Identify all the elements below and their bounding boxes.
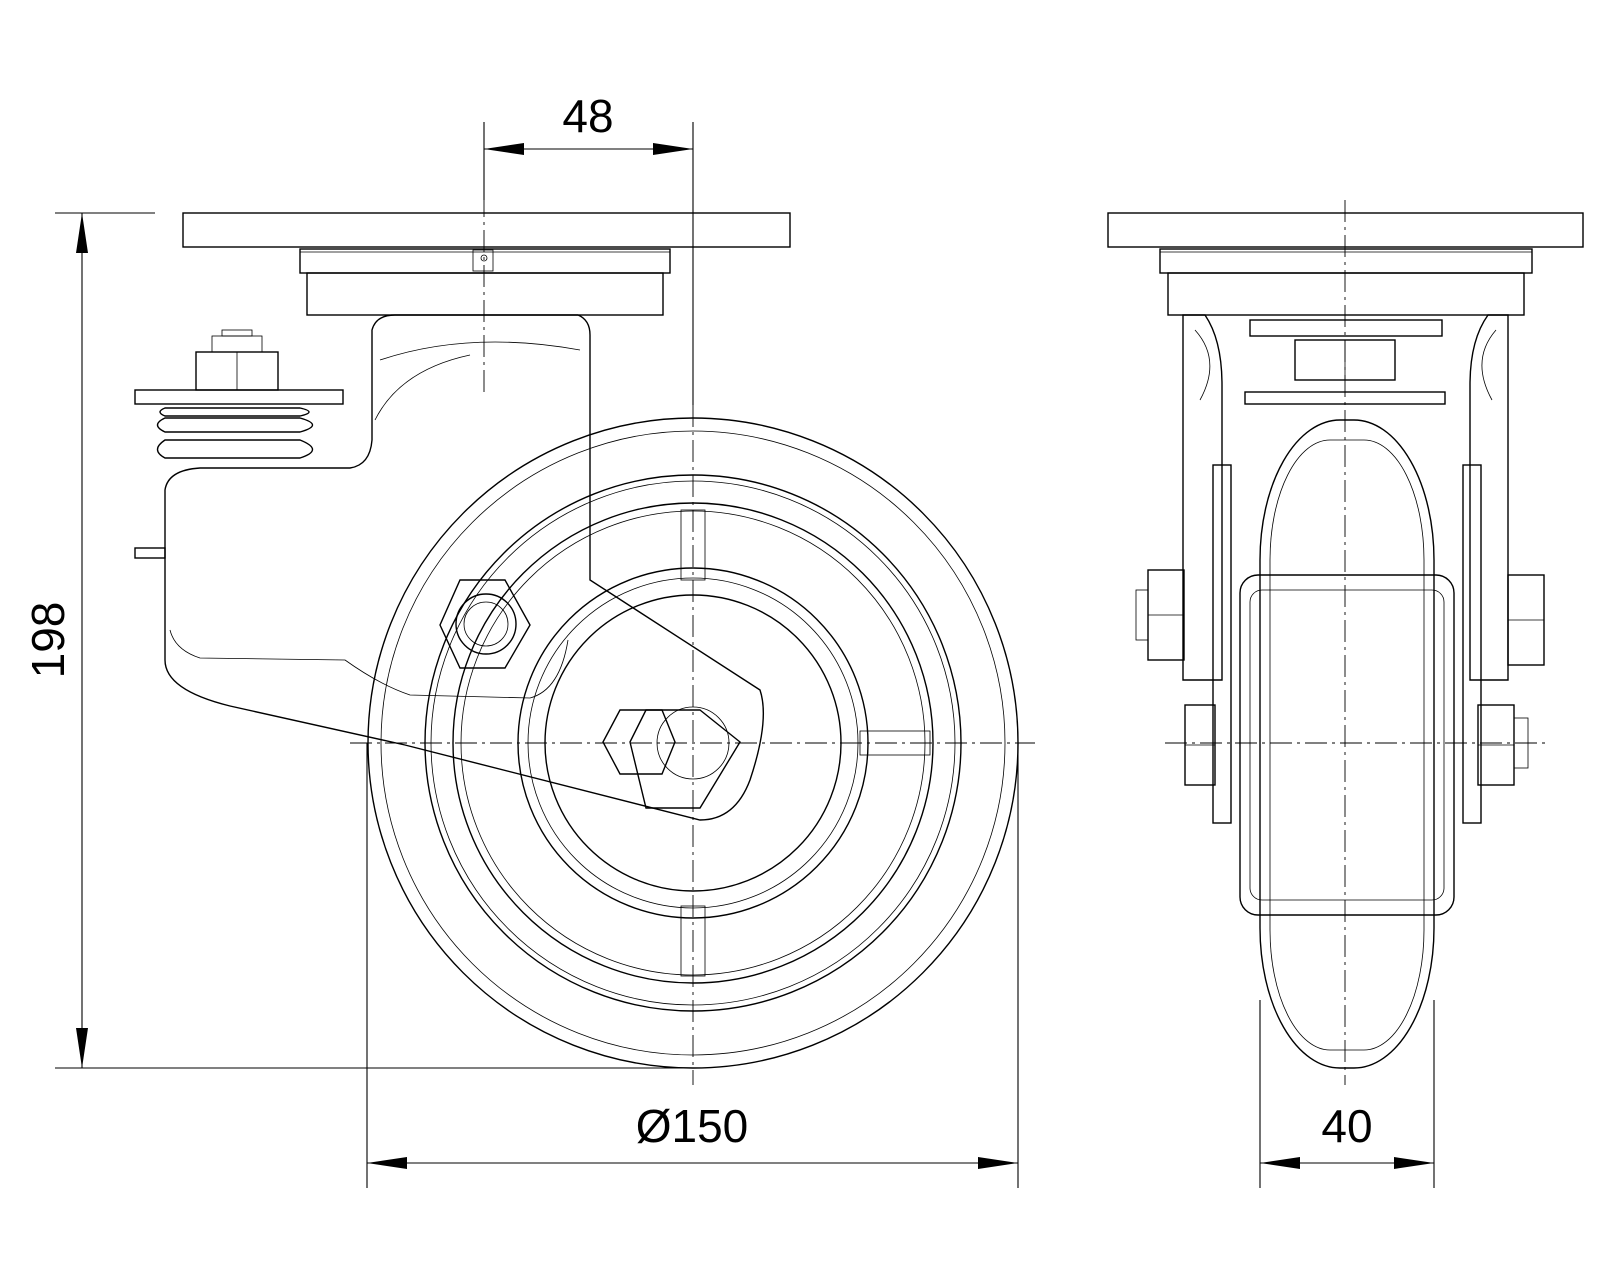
spring-assembly: [134, 329, 344, 559]
front-view: [1107, 212, 1584, 1069]
wheel-front: [1239, 419, 1455, 1069]
kingpin-marker: [472, 249, 494, 272]
dimension-lines: [55, 122, 1435, 1188]
center-lines: [350, 195, 1550, 1085]
side-view: [134, 212, 1019, 1069]
dim-height-label: 198: [22, 602, 74, 679]
dim-diameter-label: Ø150: [636, 1100, 749, 1152]
top-plate: [182, 212, 791, 248]
pivot-bolt: [439, 579, 531, 669]
axle-nut: [602, 709, 676, 775]
dimension-labels: 48 198 Ø150 40: [22, 90, 1373, 1152]
dim-offset-label: 48: [562, 90, 613, 142]
dim-width-label: 40: [1321, 1100, 1372, 1152]
front-axle-nuts: [1135, 569, 1545, 786]
front-top-plate: [1107, 212, 1584, 248]
fork-body: [164, 314, 764, 821]
